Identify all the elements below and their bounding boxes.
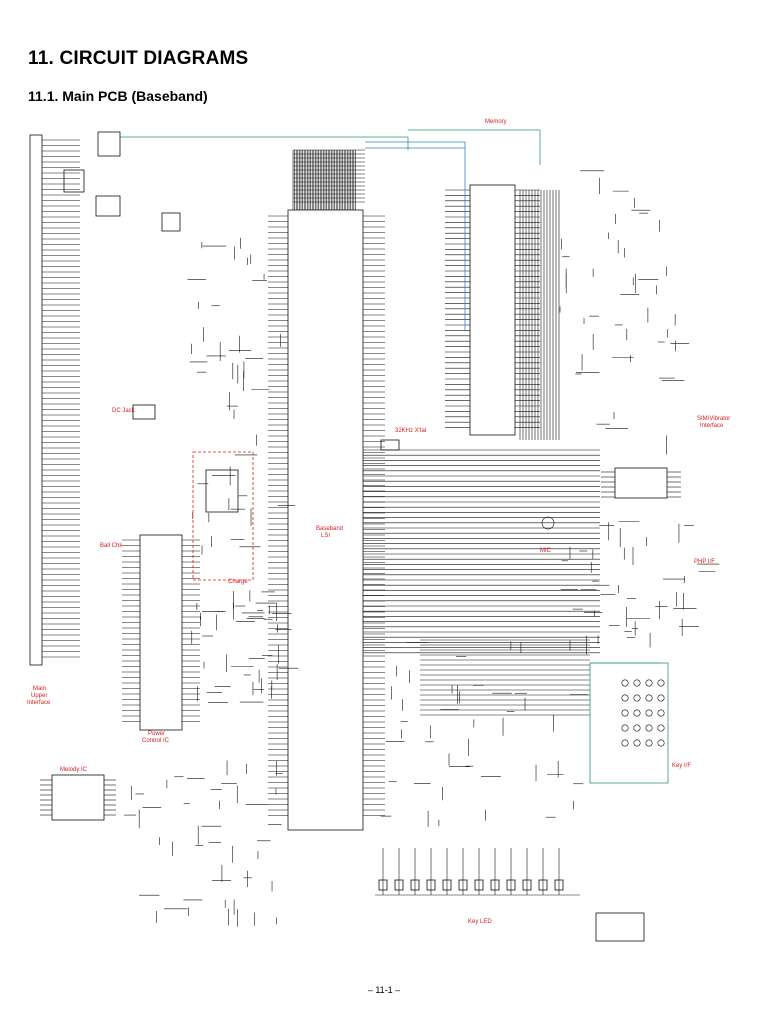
ic-small-3 <box>95 195 121 217</box>
ic-sim <box>614 467 668 499</box>
label-sim-vibrator-line2: Interface <box>700 423 724 429</box>
key-switch <box>633 739 641 747</box>
page-title: 11. CIRCUIT DIAGRAMS <box>28 48 249 69</box>
key-switch <box>645 694 653 702</box>
key-switch <box>621 694 629 702</box>
key-led <box>442 879 452 891</box>
ic-charge <box>205 469 239 513</box>
key-switch <box>645 709 653 717</box>
key-led <box>410 879 420 891</box>
component-layer <box>29 131 669 942</box>
ic-baseband-lsi <box>287 209 364 831</box>
key-switch <box>621 679 629 687</box>
key-led <box>378 879 388 891</box>
label-dc-jack: DC Jack <box>112 408 136 414</box>
key-led <box>490 879 500 891</box>
key-led <box>522 879 532 891</box>
ground-legend <box>595 912 645 942</box>
wire-layer <box>40 129 720 927</box>
key-switch <box>645 679 653 687</box>
page-subtitle: 11.1. Main PCB (Baseband) <box>28 88 208 104</box>
key-if-region <box>589 662 669 784</box>
key-switch <box>657 694 665 702</box>
key-switch <box>633 679 641 687</box>
label-main-upper: Main Upper Interface <box>27 686 51 706</box>
key-led <box>538 879 548 891</box>
crystal-32khz <box>380 439 400 451</box>
label-power-line1: Power <box>148 731 165 737</box>
label-ball-chk: Ball Chk <box>100 543 123 549</box>
ic-small-1 <box>97 131 121 157</box>
mic <box>541 516 555 530</box>
label-melody-ic: Melody IC <box>60 767 88 773</box>
key-led <box>426 879 436 891</box>
key-switch <box>657 724 665 732</box>
key-switch <box>633 709 641 717</box>
label-main-upper-line3: Interface <box>27 700 51 706</box>
label-baseband-line1: Baseband <box>316 526 343 532</box>
key-switch <box>621 724 629 732</box>
key-switch <box>621 739 629 747</box>
ic-memory <box>469 184 516 436</box>
key-switch <box>657 709 665 717</box>
charge-region <box>192 451 254 581</box>
key-switch <box>657 679 665 687</box>
label-charge: Charge <box>228 579 248 585</box>
label-power-control: Power Control IC <box>142 731 170 744</box>
label-main-upper-line2: Upper <box>31 693 47 699</box>
key-switch <box>633 694 641 702</box>
key-switch <box>657 739 665 747</box>
page-number: – 11-1 – <box>367 985 401 995</box>
key-led <box>506 879 516 891</box>
key-led <box>474 879 484 891</box>
key-led <box>458 879 468 891</box>
key-switch <box>645 739 653 747</box>
label-main-upper-line1: Main <box>33 686 46 692</box>
key-switch <box>621 709 629 717</box>
key-led <box>394 879 404 891</box>
label-key-led: Key LED <box>468 919 492 925</box>
key-switch <box>645 724 653 732</box>
label-key-if: Key I/F <box>672 763 691 769</box>
label-baseband-line2: LSI <box>321 533 330 539</box>
label-baseband-lsi: Baseband LSI <box>316 526 345 539</box>
dc-jack <box>132 404 156 420</box>
key-led <box>554 879 564 891</box>
ic-small-4 <box>161 212 181 232</box>
ic-power-control <box>139 534 183 731</box>
label-power-line2: Control IC <box>142 738 170 744</box>
label-mic: MIC <box>540 548 552 554</box>
ic-melody <box>51 774 105 821</box>
label-sim-vibrator: SIM/Vibrator Interface <box>697 416 732 429</box>
label-php-if: PHP I/F <box>694 559 715 565</box>
ic-small-2 <box>63 169 85 193</box>
label-sim-vibrator-line1: SIM/Vibrator <box>697 416 730 422</box>
label-memory: Memory <box>485 119 507 125</box>
label-crystal: 32KHz X'tal <box>395 428 426 434</box>
connector-main-upper <box>29 134 43 666</box>
key-switch <box>633 724 641 732</box>
